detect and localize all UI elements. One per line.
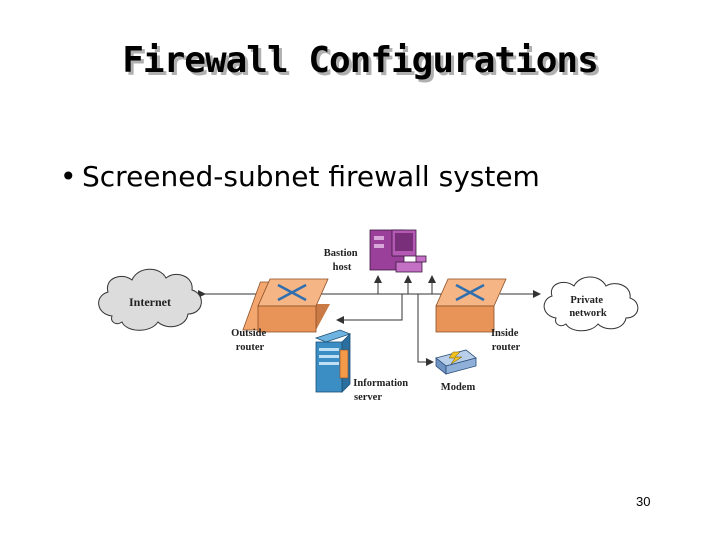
- private-network-cloud: Private network: [543, 276, 639, 332]
- bullet-icon: •: [60, 160, 77, 193]
- information-server-label-line2: server: [354, 392, 382, 403]
- bastion-host-label-line2: host: [333, 262, 352, 273]
- page-number: 30: [636, 494, 651, 509]
- inside-router-label: Inside router: [491, 328, 521, 353]
- bastion-host: [369, 229, 427, 273]
- bastion-drive-bay: [374, 244, 384, 248]
- bullet-text: Screened-subnet firewall system: [82, 160, 540, 193]
- internet-label: Internet: [129, 295, 171, 309]
- information-server-panel: [339, 349, 349, 379]
- inside-router: [435, 278, 507, 333]
- private-network-label-line2: network: [569, 308, 606, 319]
- inside-router-label-line1: Inside: [491, 328, 519, 339]
- information-server-label-line1: Information: [353, 378, 408, 389]
- modem-label: Modem: [441, 382, 476, 393]
- private-network-label-line1: Private: [570, 295, 603, 306]
- outside-router-label-line1: Outside: [231, 328, 266, 339]
- information-server-slot: [319, 362, 339, 365]
- connection-lines: [198, 275, 541, 366]
- bastion-host-label-line1: Bastion: [324, 248, 358, 259]
- bastion-host-mouse: [415, 255, 427, 263]
- slide-title: Firewall Configurations: [122, 40, 599, 81]
- information-server-slot: [319, 348, 339, 351]
- outside-router-label: Outside router: [231, 328, 269, 353]
- information-server-slot: [319, 355, 339, 358]
- private-network-label: Private network: [569, 295, 606, 319]
- information-server: [314, 329, 352, 393]
- information-server-label: Information server: [353, 378, 410, 403]
- outside-router-arrows-icon: [277, 283, 307, 302]
- inside-router-arrows-icon: [455, 283, 485, 302]
- bastion-host-keyboard: [395, 261, 423, 273]
- bastion-host-label: Bastion host: [324, 248, 360, 273]
- slide-title-shadow: Firewall Configurations: [125, 43, 602, 84]
- internet-cloud: Internet: [98, 268, 202, 331]
- line-to-information-server: [336, 294, 403, 324]
- inside-router-label-line2: router: [492, 342, 521, 353]
- outside-router: [242, 278, 330, 333]
- bastion-host-screen: [395, 233, 413, 251]
- modem-lightning-icon: [448, 351, 463, 365]
- modem-side: [445, 357, 477, 375]
- outside-router-label-line2: router: [236, 342, 265, 353]
- modem: [435, 349, 477, 375]
- bastion-drive-bay: [374, 236, 384, 240]
- line-to-modem: [417, 294, 434, 366]
- bullet-item: •Screened-subnet firewall system: [60, 160, 540, 193]
